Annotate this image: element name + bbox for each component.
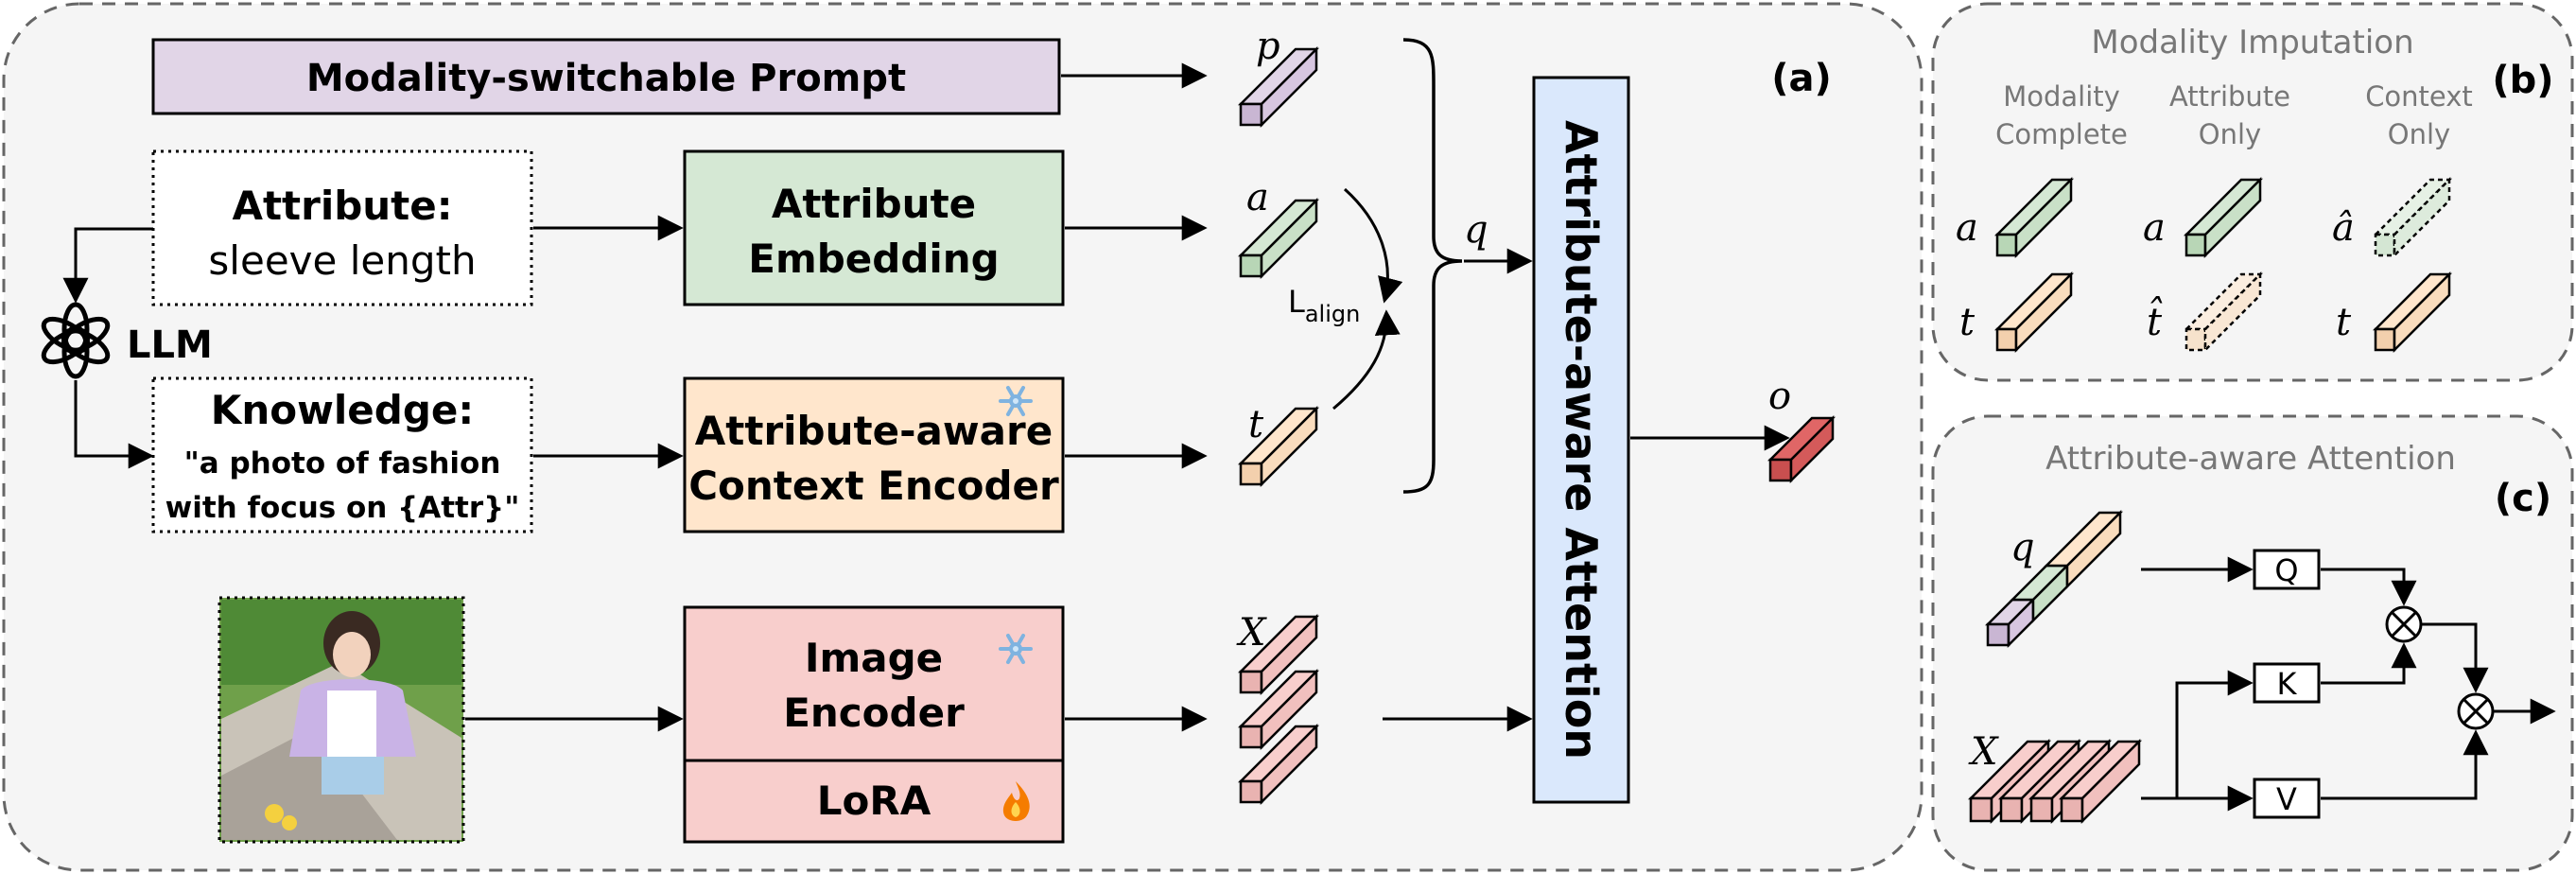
attention-box-label: Attribute-aware Attention [1556, 120, 1607, 760]
panel-b-tag: (b) [2492, 59, 2553, 102]
col-attribute-line2: Only [2199, 118, 2261, 150]
panel-c: Attribute-aware Attention (c) q X [1931, 414, 2574, 872]
k-proj-box [2253, 662, 2321, 704]
panel-c-q-bar [1984, 509, 2124, 649]
col-context-a-symbol: â [2332, 206, 2355, 250]
panel-b-title: Modality Imputation [2091, 24, 2413, 61]
v-proj-label: V [2276, 781, 2297, 817]
col-complete-a-symbol: a [1956, 206, 1978, 250]
col-context-a-bar-imputed [2372, 176, 2453, 259]
knowledge-box-title: Knowledge: [211, 387, 474, 433]
attribute-box [151, 149, 533, 306]
knowledge-box-line2: with focus on {Attr}" [165, 491, 520, 525]
attribute-box-title: Attribute: [232, 183, 452, 229]
otimes1-to-otimes2-arrow [2421, 622, 2489, 693]
x-to-kproj-arrow [2175, 670, 2254, 798]
q-symbol: q [1464, 208, 1488, 252]
q-proj-label: Q [2274, 552, 2298, 588]
llm-to-attribute-line [62, 227, 153, 304]
col-attribute-line1: Attribute [2169, 80, 2290, 113]
panel-a-tag: (a) [1771, 57, 1832, 100]
p-token-bar [1237, 45, 1320, 129]
a-token-bar [1237, 197, 1320, 280]
t-token-bar [1237, 405, 1320, 488]
kproj-to-otimes1-arrow [2321, 642, 2417, 685]
knowledge-box-line1: "a photo of fashion [184, 446, 501, 481]
col-context-t-bar [2372, 271, 2453, 354]
llm-to-knowledge-line [74, 380, 154, 469]
col-attribute-t-symbol: t̂ [2147, 297, 2163, 344]
p-symbol: p [1256, 25, 1280, 68]
otimes-2-cross-b [2462, 697, 2490, 725]
col-complete-t-symbol: t [1959, 301, 1976, 344]
panel-c-x-symbol: X [1968, 730, 1999, 774]
llm-label: LLM [127, 323, 213, 367]
panel-a: (a) Modality-switchable Prompt Attribute… [2, 2, 1923, 872]
col-context-line2: Only [2388, 118, 2450, 150]
lora-label: LoRA [817, 778, 931, 824]
v-proj-box [2253, 778, 2321, 819]
prompt-box-label: Modality-switchable Prompt [306, 57, 906, 100]
context-encoder-box [683, 376, 1065, 533]
q-brace [1402, 38, 1463, 494]
panel-b: Modality Imputation (b) Modality Complet… [1931, 2, 2574, 382]
align-loss-curve-up [1332, 309, 1401, 411]
fire-icon [1002, 781, 1030, 821]
prompt-box [151, 38, 1061, 115]
vproj-to-otimes2-arrow [2321, 729, 2489, 800]
o-symbol: o [1768, 375, 1791, 418]
x-token-bars [1237, 613, 1320, 806]
panel-c-tag: (c) [2495, 477, 2551, 520]
openai-logo-icon [41, 302, 111, 379]
col-context-t-symbol: t [2336, 301, 2352, 344]
col-complete-t-bar [1993, 271, 2075, 354]
attribute-embedding-line1: Attribute [772, 181, 976, 227]
align-loss-curve-down [1343, 187, 1403, 304]
attribute-embedding-line2: Embedding [748, 236, 1000, 282]
col-attribute-a-bar [2183, 176, 2264, 259]
attribute-embedding-box [683, 149, 1065, 306]
image-encoder-line2: Encoder [783, 690, 965, 736]
k-proj-label: K [2277, 666, 2298, 702]
image-encoder-box [683, 605, 1065, 762]
panel-c-q-symbol: q [2010, 526, 2035, 569]
fashion-photo [218, 596, 465, 844]
col-context-line1: Context [2365, 80, 2473, 113]
q-proj-box [2253, 549, 2321, 590]
a-symbol: a [1246, 176, 1269, 219]
t-symbol: t [1248, 403, 1264, 446]
context-encoder-line1: Attribute-aware [695, 408, 1053, 454]
o-token-bar [1767, 414, 1836, 484]
col-complete-a-bar [1993, 176, 2075, 259]
align-loss-label: Lalign [1288, 284, 1360, 327]
attribute-box-value: sleeve length [208, 237, 476, 284]
x-symbol: X [1236, 611, 1267, 655]
col-attribute-t-bar-imputed [2183, 271, 2264, 354]
col-attribute-a-symbol: a [2143, 206, 2166, 250]
snowflake-icon [999, 634, 1033, 664]
otimes-1-cross-b [2390, 610, 2418, 638]
panel-c-x-bars [1967, 738, 2143, 825]
align-loss-subscript: align [1305, 301, 1361, 327]
lora-box [683, 759, 1065, 844]
snowflake-icon [999, 386, 1033, 416]
context-encoder-line2: Context Encoder [688, 463, 1059, 509]
attention-box [1532, 76, 1630, 804]
qproj-to-otimes1-arrow [2321, 568, 2417, 606]
image-encoder-line1: Image [805, 635, 943, 681]
panel-c-title: Attribute-aware Attention [2045, 440, 2456, 478]
col-complete-line1: Modality [2003, 80, 2120, 113]
col-complete-line2: Complete [1995, 118, 2128, 150]
